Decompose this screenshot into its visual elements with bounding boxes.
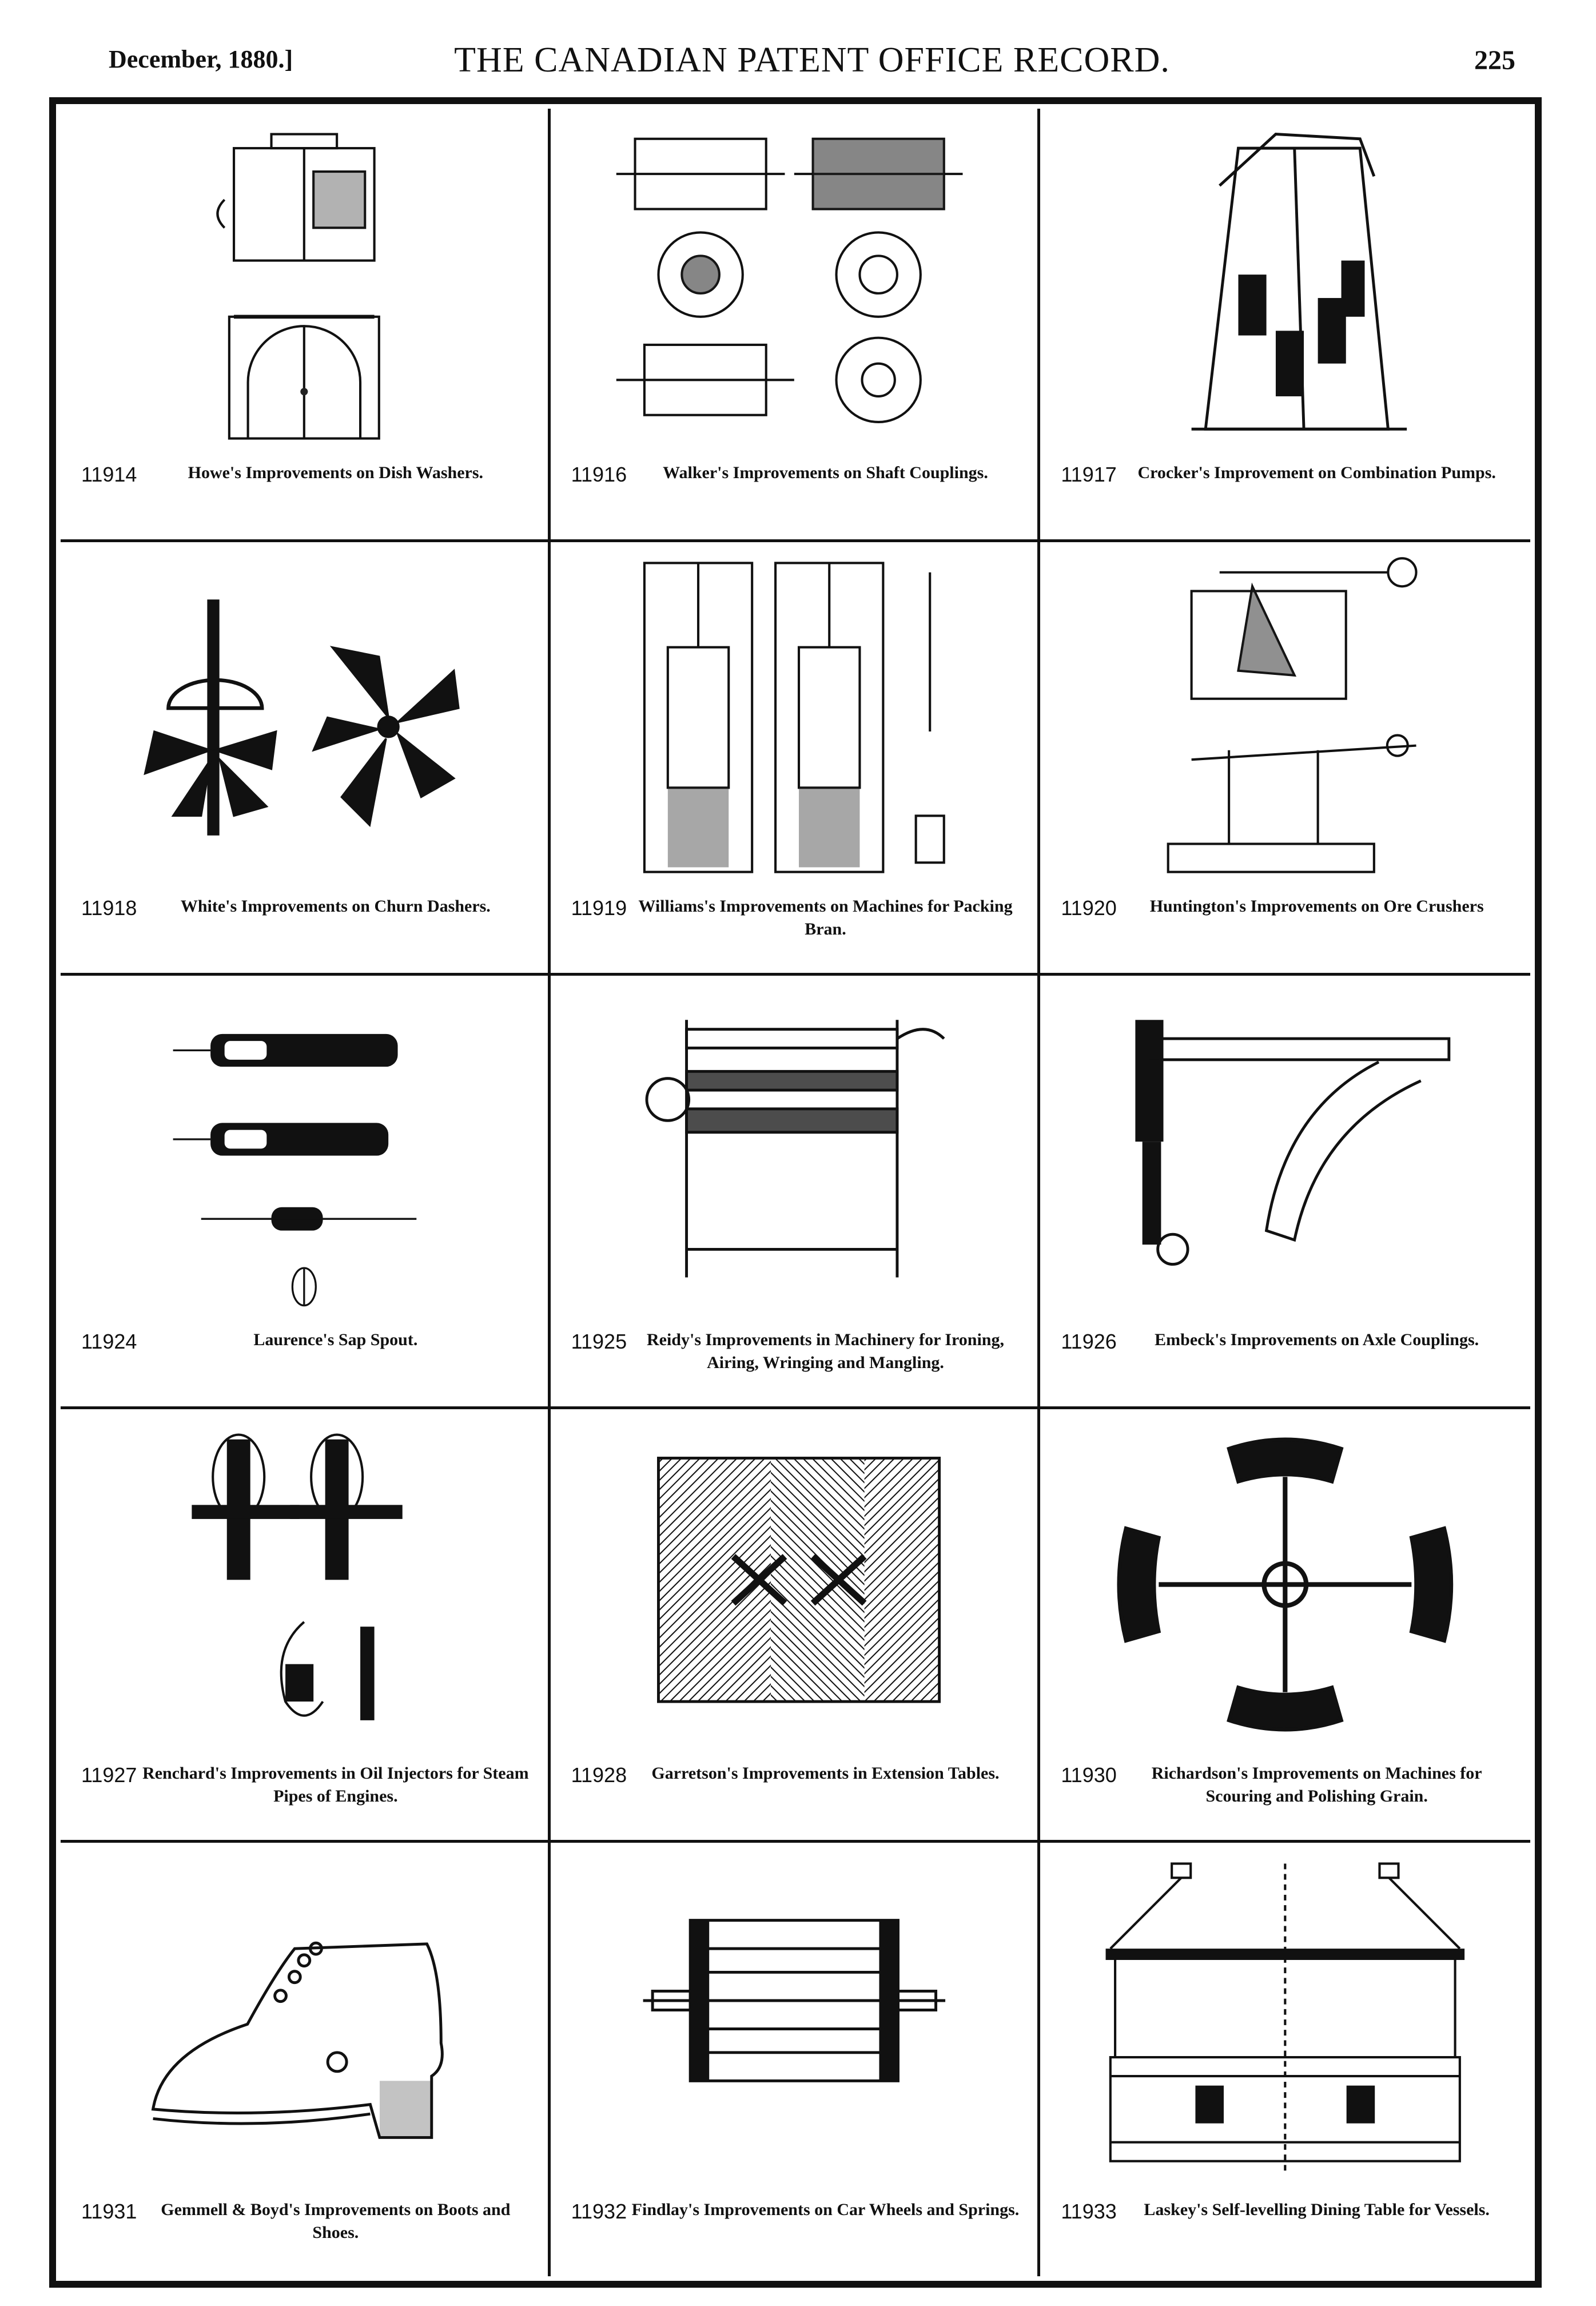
patent-entry: 11930 Richardson's Improvements on Machi… [1040,1409,1530,1843]
patent-entry: 11928 Garretson's Improvements in Extens… [550,1409,1041,1843]
patent-title: Findlay's Improvements on Car Wheels and… [631,2200,1020,2219]
patent-title: Walker's Improvements on Shaft Couplings… [663,463,988,482]
combination-pump-drawing [1057,120,1513,448]
patent-title: Laskey's Self-levelling Dining Table for… [1144,2200,1490,2219]
patent-title: Howe's Improvements on Dish Washers. [188,463,484,482]
patent-entry: 11914 Howe's Improvements on Dish Washer… [61,109,551,542]
patent-entry: 11925 Reidy's Improvements in Machinery … [550,976,1041,1409]
header-page-number: 225 [1474,45,1515,75]
patent-number: 11917 [1061,463,1117,486]
patent-grid: 11914 Howe's Improvements on Dish Washer… [61,109,1530,2276]
patent-title: Garretson's Improvements in Extension Ta… [651,1764,1000,1783]
bran-packing-machine-drawing [568,554,1021,881]
patent-title: Gemmell & Boyd's Improvements on Boots a… [161,2200,511,2242]
mangling-machine-drawing [568,987,1021,1315]
patent-caption: 11927 Renchard's Improvements in Oil Inj… [78,1758,531,1826]
patent-caption: 11928 Garretson's Improvements in Extens… [568,1758,1021,1826]
patent-number: 11919 [571,896,627,920]
grain-scouring-machine-drawing [1057,1421,1513,1748]
patent-entry: 11932 Findlay's Improvements on Car Whee… [551,1843,1041,2276]
patent-caption: 11933 Laskey's Self-levelling Dining Tab… [1057,2194,1513,2263]
patent-number: 11928 [571,1763,627,1787]
patent-title: Williams's Improvements on Machines for … [638,897,1013,939]
patent-title: Huntington's Improvements on Ore Crusher… [1149,897,1484,916]
dining-table-drawing [1057,1854,1513,2185]
patent-title: Laurence's Sap Spout. [253,1330,418,1349]
patent-title: Embeck's Improvements on Axle Couplings. [1155,1330,1479,1349]
patent-caption: 11920 Huntington's Improvements on Ore C… [1057,890,1513,959]
patent-caption: 11924 Laurence's Sap Spout. [78,1324,531,1393]
patent-caption: 11925 Reidy's Improvements in Machinery … [568,1324,1021,1393]
header-title: THE CANADIAN PATENT OFFICE RECORD. [454,41,1170,79]
car-wheel-drawing [568,1854,1021,2185]
dish-washer-drawing [78,120,531,448]
patent-entry: 11917 Crocker's Improvement on Combinati… [1040,109,1530,542]
patent-entry: 11924 Laurence's Sap Spout. [61,976,551,1409]
patent-caption: 11916 Walker's Improvements on Shaft Cou… [568,457,1021,526]
patent-caption: 11917 Crocker's Improvement on Combinati… [1057,457,1513,526]
patent-number: 11933 [1061,2200,1117,2223]
patent-entry: 11920 Huntington's Improvements on Ore C… [1040,542,1530,976]
patent-drawings-frame: 11914 Howe's Improvements on Dish Washer… [49,97,1542,2288]
page-header: December, 1880.] THE CANADIAN PATENT OFF… [109,40,1515,92]
patent-number: 11932 [571,2200,627,2223]
patent-number: 11918 [81,896,137,920]
patent-title: Crocker's Improvement on Combination Pum… [1137,463,1496,482]
boot-drawing [78,1854,531,2185]
header-date: December, 1880.] [109,45,293,73]
patent-entry: 11926 Embeck's Improvements on Axle Coup… [1040,976,1530,1409]
patent-entry: 11927 Renchard's Improvements in Oil Inj… [61,1409,551,1843]
patent-number: 11920 [1061,896,1117,920]
churn-dasher-drawing [78,554,531,881]
patent-number: 11914 [81,463,137,486]
patent-number: 11924 [81,1330,137,1353]
patent-number: 11916 [571,463,627,486]
patent-title: Renchard's Improvements in Oil Injectors… [142,1764,529,1806]
patent-title: Reidy's Improvements in Machinery for Ir… [646,1330,1004,1372]
patent-caption: 11931 Gemmell & Boyd's Improvements on B… [78,2194,531,2263]
extension-table-drawing [568,1421,1021,1748]
sap-spout-drawing [78,987,531,1315]
patent-caption: 11919 Williams's Improvements on Machine… [568,890,1021,959]
patent-caption: 11914 Howe's Improvements on Dish Washer… [78,457,531,526]
patent-title: White's Improvements on Churn Dashers. [180,897,491,916]
ore-crusher-drawing [1057,554,1513,881]
patent-entry: 11931 Gemmell & Boyd's Improvements on B… [61,1843,551,2276]
patent-number: 11930 [1061,1763,1117,1787]
patent-number: 11927 [81,1763,137,1787]
patent-entry: 11919 Williams's Improvements on Machine… [550,542,1041,976]
patent-entry: 11933 Laskey's Self-levelling Dining Tab… [1040,1843,1530,2276]
axle-coupling-drawing [1057,987,1513,1315]
patent-caption: 11930 Richardson's Improvements on Machi… [1057,1758,1513,1826]
oil-injector-drawing [78,1421,531,1748]
patent-caption: 11918 White's Improvements on Churn Dash… [78,890,531,959]
patent-entry: 11918 White's Improvements on Churn Dash… [61,542,551,976]
patent-entry: 11916 Walker's Improvements on Shaft Cou… [550,109,1041,542]
patent-caption: 11932 Findlay's Improvements on Car Whee… [568,2194,1021,2263]
patent-number: 11925 [571,1330,627,1353]
patent-title: Richardson's Improvements on Machines fo… [1151,1764,1482,1806]
patent-number: 11931 [81,2200,137,2223]
shaft-coupling-drawing [568,120,1021,448]
patent-number: 11926 [1061,1330,1117,1353]
patent-caption: 11926 Embeck's Improvements on Axle Coup… [1057,1324,1513,1393]
